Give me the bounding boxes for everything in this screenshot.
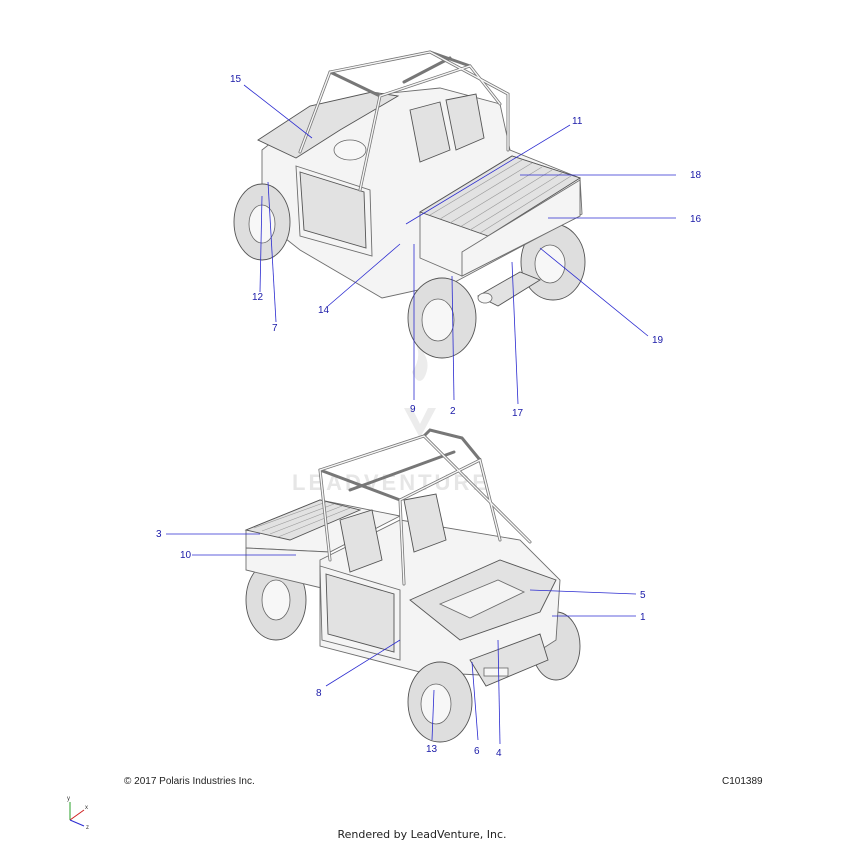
callout-2: 2 — [450, 406, 456, 417]
callout-7: 7 — [272, 323, 278, 334]
callout-3: 3 — [156, 529, 162, 540]
callout-9: 9 — [410, 404, 416, 415]
callout-numbers: 15 11 18 16 19 14 12 7 9 2 17 3 10 5 1 8… — [156, 74, 702, 759]
cargo-bed-slats-front-view — [253, 501, 351, 538]
callout-17: 17 — [512, 408, 524, 419]
callout-8: 8 — [316, 688, 322, 699]
callout-1: 1 — [640, 612, 646, 623]
roll-cage-rear-view — [298, 50, 510, 192]
callout-10: 10 — [180, 550, 192, 561]
callout-16: 16 — [690, 214, 702, 225]
callout-14: 14 — [318, 305, 330, 316]
cargo-bed-slats — [429, 159, 572, 234]
rendered-by-text: Rendered by LeadVenture, Inc. — [337, 828, 507, 841]
callout-11: 11 — [572, 116, 583, 127]
callout-13: 13 — [426, 744, 438, 755]
callout-19: 19 — [652, 335, 664, 346]
copyright-text: © 2017 Polaris Industries Inc. — [124, 776, 255, 787]
axis-x-label: x — [85, 805, 88, 811]
leader-lines — [166, 84, 676, 745]
callout-15: 15 — [230, 74, 242, 85]
callout-5: 5 — [640, 590, 646, 601]
axis-z-label: z — [86, 825, 89, 831]
callout-4: 4 — [496, 748, 502, 759]
vehicle-rear-view — [233, 50, 586, 359]
callout-12: 12 — [252, 292, 264, 303]
vehicle-front-view — [244, 428, 581, 743]
roll-cage-front-view — [318, 428, 532, 586]
diagram-id: C101389 — [722, 776, 763, 787]
callout-6: 6 — [474, 746, 480, 757]
axis-triad: y x z — [67, 796, 89, 831]
axis-y-label: y — [67, 796, 70, 802]
callout-18: 18 — [690, 170, 702, 181]
